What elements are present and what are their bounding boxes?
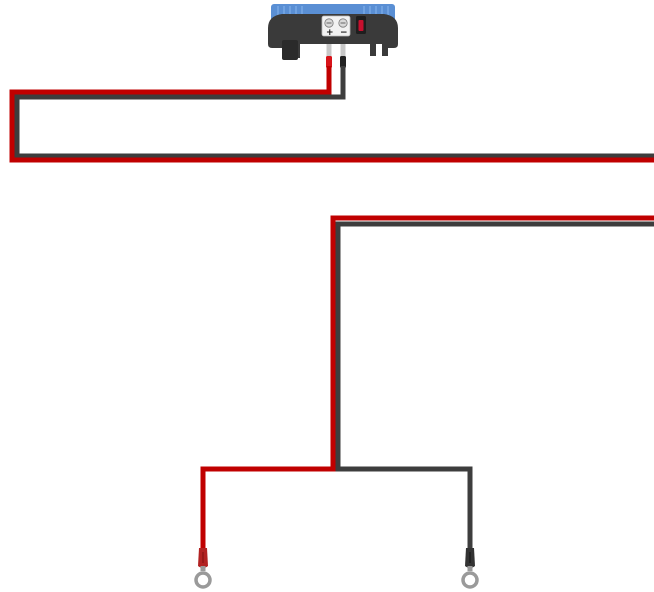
positive-terminal-ring — [194, 571, 212, 589]
positive-lead-ferrule — [326, 44, 332, 58]
positive-lead-sleeve — [326, 56, 332, 68]
mounting-tab-left — [282, 40, 298, 60]
terminal-negative-screw — [338, 18, 348, 28]
negative-ring-terminal — [461, 548, 479, 589]
charger-leads — [326, 44, 346, 68]
positive-ring-terminal — [194, 548, 212, 589]
terminal-negative-label: − — [340, 28, 348, 38]
positive-wire — [9, 66, 654, 163]
positive-wire-return — [200, 215, 654, 548]
negative-lead-sleeve — [340, 56, 346, 68]
negative-wire — [14, 66, 654, 159]
negative-lead-ferrule — [340, 44, 346, 58]
negative-terminal-ring — [461, 571, 479, 589]
terminal-positive-label: + — [326, 28, 334, 38]
fuse — [358, 20, 364, 31]
terminal-positive-screw — [324, 18, 334, 28]
negative-wire-return — [335, 221, 654, 548]
charger-device: + − — [268, 4, 398, 60]
